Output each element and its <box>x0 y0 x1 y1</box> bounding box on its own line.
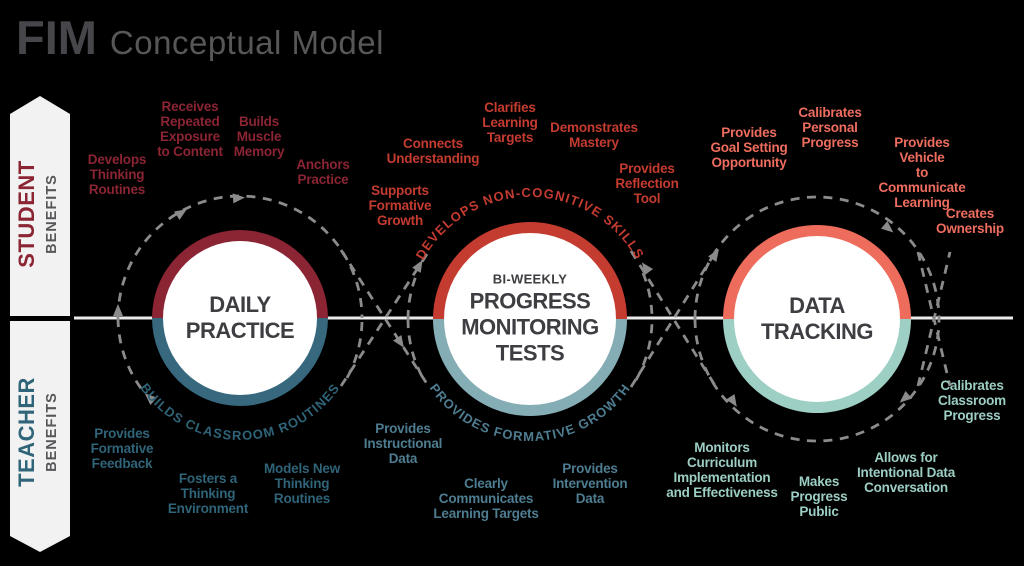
bi-weekly-label: BI-WEEKLY <box>492 271 568 287</box>
teacher-benefits-sublabel: BENEFITS <box>44 392 60 472</box>
daily-loop-top-arc <box>116 194 364 319</box>
benefit-calibrates-classroom-progress: Calibrates Classroom Progress <box>938 378 1006 423</box>
crossover-left-ascending <box>339 250 431 387</box>
circle-title-progress-monitoring: BI-WEEKLY PROGRESS MONITORING TESTS <box>440 272 620 367</box>
flow-arrow-icon <box>113 304 123 316</box>
pmt-loop-top-left-arc <box>406 270 420 320</box>
benefit-anchors-practice: Anchors Practice <box>296 157 350 187</box>
progress-monitoring-tests-label: PROGRESS MONITORING TESTS <box>461 288 599 366</box>
stage-circles <box>152 222 911 416</box>
benefit-allows-intentional-data: Allows for Intentional Data Conversation <box>856 450 956 495</box>
circle-title-daily-practice: DAILY PRACTICE <box>155 292 325 344</box>
benefit-connects-understanding: Connects Understanding <box>386 136 480 166</box>
page-subtitle: Conceptual Model <box>109 24 384 61</box>
benefit-provides-goal-setting: Provides Goal Setting Opportunity <box>710 125 788 170</box>
benefit-builds-muscle-memory: Builds Muscle Memory <box>233 114 285 159</box>
benefit-monitors-curriculum: Monitors Curriculum Implementation and E… <box>666 440 778 500</box>
pmt-loop-bottom-right-arc <box>634 318 654 381</box>
flow-arrow-icon <box>641 262 654 276</box>
crossover-left-descending <box>339 249 431 388</box>
benefit-calibrates-personal-progress: Calibrates Personal Progress <box>798 105 862 150</box>
data-loop-bottom-arc <box>693 318 941 443</box>
flow-arrow-icon <box>726 394 737 407</box>
benefit-creates-ownership: Creates Ownership <box>936 206 1004 236</box>
benefit-provides-formative-feedback: Provides Formative Feedback <box>90 426 154 471</box>
dashed-flow-loops <box>116 194 952 443</box>
benefit-provides-intervention-data: Provides Intervention Data <box>552 461 628 506</box>
benefit-models-new-thinking-routines: Models New Thinking Routines <box>263 461 341 506</box>
daily-loop-bottom-left-arc <box>116 317 145 392</box>
benefit-provides-vehicle-communicate: Provides Vehicle to Communicate Learning <box>878 135 966 210</box>
benefit-provides-instructional-data: Provides Instructional Data <box>363 421 443 466</box>
benefit-receives-repeated-exposure: Receives Repeated Exposure to Content <box>157 99 223 159</box>
benefits-ribbons: STUDENT BENEFITS TEACHER BENEFITS <box>10 96 70 552</box>
flow-arrow-icon <box>412 259 423 273</box>
benefit-demonstrates-mastery: Demonstrates Mastery <box>550 120 638 150</box>
student-benefits-ribbon <box>10 96 70 316</box>
flow-arrow-icon <box>899 390 913 403</box>
daily-loop-bottom-right-arc <box>345 317 364 379</box>
teacher-benefits-ribbon <box>10 321 70 552</box>
flow-arrow-icon <box>174 209 187 220</box>
circle-title-data-tracking: DATA TRACKING <box>732 293 902 345</box>
crossover-end-ascending <box>916 251 952 387</box>
benefit-clearly-communicates-targets: Clearly Communicates Learning Targets <box>433 476 539 521</box>
data-tracking-label: DATA TRACKING <box>760 293 874 344</box>
pmt-loop-bottom-left-arc <box>406 318 426 381</box>
flow-arrow-icon <box>232 193 245 204</box>
brand-fim: FIM <box>16 11 97 64</box>
crossover-right-ascending <box>629 250 718 388</box>
data-tracking-circle <box>734 236 900 402</box>
flow-arrow-icon <box>708 249 719 262</box>
benefit-clarifies-learning-targets: Clarifies Learning Targets <box>482 100 538 145</box>
benefit-makes-progress-public: Makes Progress Public <box>790 474 848 519</box>
benefit-fosters-thinking-environment: Fosters a Thinking Environment <box>167 471 249 516</box>
daily-practice-label: DAILY PRACTICE <box>185 292 295 343</box>
student-benefits-sublabel: BENEFITS <box>44 174 60 254</box>
pmt-loop-top-right-arc <box>641 272 654 320</box>
student-benefits-label: STUDENT <box>14 160 39 267</box>
daily-practice-circle <box>163 241 317 395</box>
data-loop-top-arc <box>693 195 941 320</box>
page-title: FIM Conceptual Model <box>16 10 384 65</box>
benefit-develops-thinking-routines: Develops Thinking Routines <box>87 152 147 197</box>
teacher-benefits-label: TEACHER <box>14 377 39 487</box>
flow-arrows <box>113 193 913 407</box>
benefit-provides-reflection-tool: Provides Reflection Tool <box>615 161 679 206</box>
crossover-right-descending <box>629 250 718 388</box>
flow-arrow-icon <box>144 393 158 406</box>
benefit-supports-formative-growth: Supports Formative Growth <box>368 183 432 228</box>
flow-arrow-icon <box>393 335 404 348</box>
progress-monitoring-circle <box>444 233 616 405</box>
flow-arrow-icon <box>880 220 894 233</box>
